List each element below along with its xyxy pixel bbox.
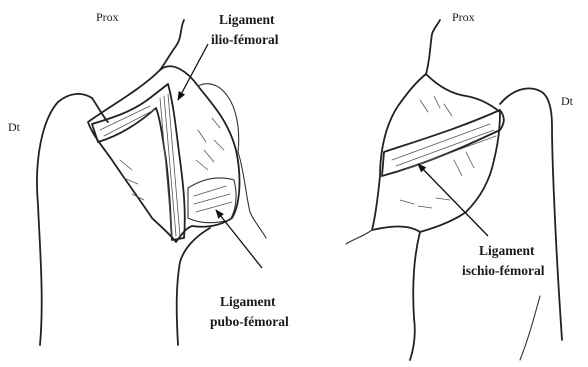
pubo-femoral-label-line2: pubo-fémoral: [210, 314, 289, 329]
left-femur-inner-edge: [177, 228, 210, 345]
left-pelvis-rim-2: [198, 84, 266, 238]
ischio-femoral-label-line1: Ligament: [479, 243, 535, 258]
anterior-view-drawing: Prox Dt Ligament ilio-fémoral Ligament p…: [8, 10, 289, 345]
left-femur-outline: [37, 94, 108, 345]
right-femur-outer-edge: [500, 88, 562, 340]
ilio-femoral-ligament: [92, 84, 185, 240]
right-pelvis-rim: [426, 20, 440, 74]
posterior-view-drawing: Prox Dt Ligament ischio-fémoral: [346, 10, 574, 360]
left-prox-label: Prox: [96, 10, 119, 24]
right-capsule-lower-lip: [346, 230, 372, 244]
ilio-femoral-hatching: [100, 94, 180, 236]
left-pelvis-rim: [160, 20, 184, 70]
right-capsule-outline: [372, 74, 500, 232]
ilio-femoral-label-line1: Ligament: [219, 12, 275, 27]
left-dt-label: Dt: [8, 120, 21, 134]
posterior-capsule-strokes: [400, 96, 474, 208]
left-capsule-outline: [88, 66, 239, 242]
ischio-femoral-label-line2: ischio-fémoral: [462, 263, 545, 278]
right-prox-label: Prox: [452, 10, 475, 24]
pubo-femoral-ligament: [188, 178, 236, 223]
ischio-femoral-arrow: [418, 164, 488, 236]
ischio-femoral-ligament: [382, 110, 504, 176]
pubo-femoral-hatching: [194, 186, 232, 212]
right-femur-inner-edge: [410, 232, 420, 360]
ilio-femoral-label-line2: ilio-fémoral: [211, 32, 279, 47]
right-femur-shaft-line: [520, 296, 540, 360]
right-dt-label: Dt: [561, 94, 574, 108]
pubo-femoral-arrow: [216, 210, 262, 268]
pubo-femoral-label-line1: Ligament: [220, 294, 276, 309]
